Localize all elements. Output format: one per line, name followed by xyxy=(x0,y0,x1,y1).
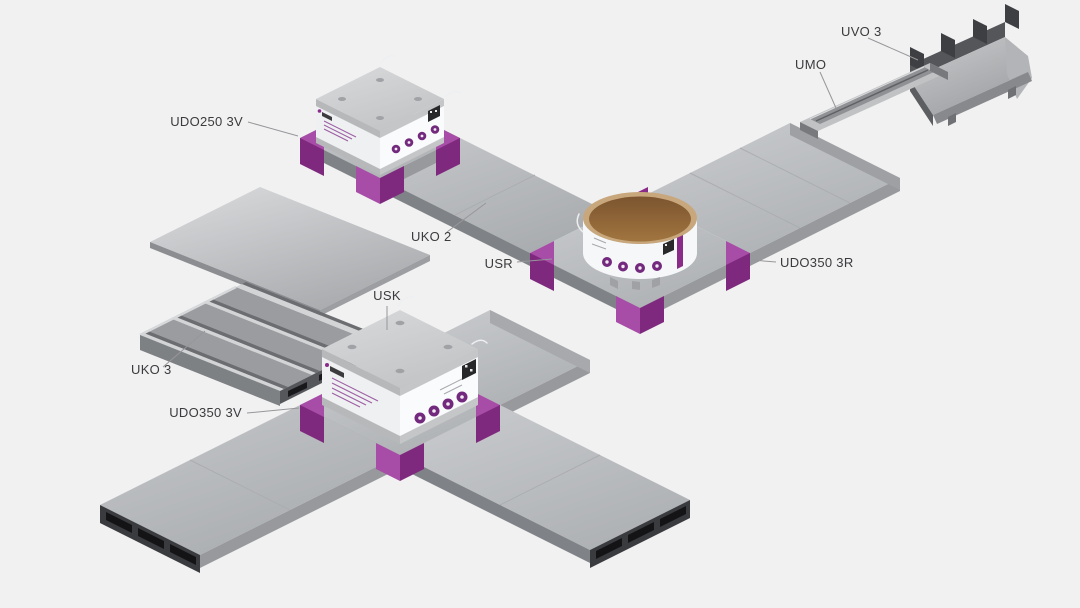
duct-end-cap xyxy=(790,123,900,190)
rail-foot xyxy=(800,122,818,139)
label-udo350-3v: UDO350 3V xyxy=(169,405,242,420)
label-usk: USK xyxy=(373,288,401,303)
label-uko-2: UKO 2 xyxy=(411,229,452,244)
udo350-3v-assembly xyxy=(100,295,690,573)
ring-tabs xyxy=(610,277,660,290)
lid-screws xyxy=(347,320,453,374)
leader-udo350-3r xyxy=(751,259,777,263)
udo350-3r-connector xyxy=(726,241,750,291)
corner-connector xyxy=(376,443,424,481)
leader-uko-3 xyxy=(162,330,206,368)
se-duct-arm xyxy=(400,405,690,568)
port-dots xyxy=(414,391,468,424)
leader-udo250-3v xyxy=(247,121,299,137)
ring-purple-strip xyxy=(677,231,683,269)
front-flange xyxy=(933,72,1032,124)
corner-connector xyxy=(436,126,460,176)
port-dots xyxy=(602,257,662,273)
label-text-lines xyxy=(331,377,379,408)
corner-connector xyxy=(476,393,500,443)
cardboard-interior xyxy=(589,196,691,242)
trough-interior xyxy=(140,287,376,391)
sloped-panel xyxy=(910,37,1028,115)
corner-connector xyxy=(300,126,324,176)
fins xyxy=(910,4,1019,72)
udo250-3v-assembly xyxy=(300,54,462,204)
port-dots xyxy=(391,125,440,154)
rail-foot xyxy=(930,63,948,80)
label-udo350-3r: UDO350 3R xyxy=(780,255,854,270)
brand-logo xyxy=(317,109,332,121)
umo-rail xyxy=(800,63,948,139)
corner-connector xyxy=(616,296,664,334)
brand-logo xyxy=(325,363,344,378)
uko3-open-duct xyxy=(139,282,386,406)
label-udo250-3v: UDO250 3V xyxy=(170,114,243,129)
label-uvo-3: UVO 3 xyxy=(841,24,882,39)
leader-umo xyxy=(819,71,837,109)
channel-walls xyxy=(140,282,386,391)
leader-uko-2 xyxy=(446,202,487,233)
wire-clip xyxy=(471,339,488,345)
leader-uvo-3 xyxy=(867,37,919,61)
duct-opening xyxy=(100,505,200,573)
qr-code xyxy=(428,105,440,122)
label-umo: UMO xyxy=(795,57,826,72)
sw-duct-arm xyxy=(100,405,400,573)
corner-connector xyxy=(300,393,324,443)
wire-clip xyxy=(576,213,584,233)
trough-rim xyxy=(139,285,237,337)
leader-usr xyxy=(516,258,553,263)
usr-ring xyxy=(576,192,697,290)
duct-opening xyxy=(590,500,690,568)
main-duct-run xyxy=(640,123,900,266)
qr-code xyxy=(462,359,476,380)
corner-connector xyxy=(356,166,404,204)
leader-udo350-3v xyxy=(246,407,300,414)
junction-box-udo250 xyxy=(316,54,462,175)
label-text-lines xyxy=(591,237,607,250)
part-labels: UDO250 3V UKO 2 USR UDO350 3R UVO 3 UMO … xyxy=(131,24,919,420)
wire-clip xyxy=(445,90,462,97)
wire-clip xyxy=(397,295,415,307)
wire-clip xyxy=(380,54,396,64)
label-usr: USR xyxy=(485,256,513,271)
qr-code xyxy=(663,239,674,255)
label-uko-3: UKO 3 xyxy=(131,362,172,377)
junction-box-udo350 xyxy=(322,295,488,444)
label-text-lines xyxy=(439,376,467,395)
lid-screws xyxy=(338,78,422,120)
box-lid xyxy=(316,67,444,131)
udo350-junction-assembly xyxy=(530,123,900,334)
usk-cover-plate xyxy=(322,310,478,388)
label-text-lines xyxy=(323,120,357,142)
